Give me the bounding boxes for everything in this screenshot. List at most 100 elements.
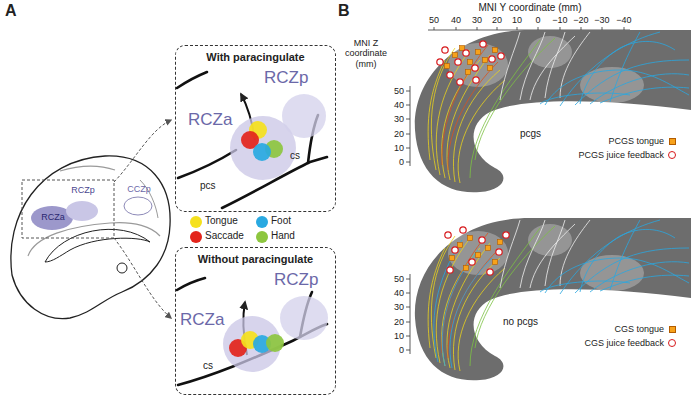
legend-text: CGS juice feedback	[584, 338, 664, 348]
juice-marker	[503, 232, 509, 238]
brain-outline	[22, 180, 114, 238]
inset-heading: Without paracingulate	[176, 253, 335, 266]
tick-label: 20	[394, 317, 404, 327]
tick-label: 10	[512, 15, 522, 25]
fiber-tract	[450, 258, 492, 368]
tick-label: 50	[429, 15, 439, 25]
legend-swatch	[256, 216, 268, 228]
region-ellipse: RCZa	[180, 310, 284, 376]
juice-marker	[457, 79, 463, 85]
tick-label: 40	[451, 15, 461, 25]
juice-marker	[480, 41, 486, 47]
sulcus-line	[178, 150, 236, 178]
legend-swatch	[668, 339, 676, 347]
tick-label: 10	[394, 331, 404, 341]
region-label: RCZa	[188, 110, 232, 130]
tick-label: 50	[394, 274, 404, 284]
tongue-marker	[493, 48, 498, 53]
region-ellipse: RCZp	[264, 68, 328, 140]
axis-title: MNI Y coordinate (mm)	[479, 2, 582, 14]
tick-label: 30	[394, 114, 404, 124]
legend-text: PCGS tongue	[608, 136, 664, 146]
juice-marker	[498, 53, 504, 59]
tongue-marker	[445, 46, 503, 271]
tick-label: −10	[552, 15, 567, 25]
tongue-marker	[453, 53, 458, 58]
legend-text: CGS tongue	[614, 324, 664, 334]
legend-swatch	[668, 151, 676, 159]
fiber-tract	[442, 250, 478, 366]
inset-box: With paracingulateRCZaRCZp	[175, 45, 336, 212]
tick-label: −30	[594, 15, 609, 25]
brain-outline	[117, 263, 127, 273]
sulcus-label: pcs	[200, 180, 216, 192]
tongue-marker	[483, 58, 488, 63]
axis-line	[406, 91, 410, 162]
legend-text: Tongue	[205, 215, 238, 227]
region-ellipse: RCZp	[62, 185, 104, 221]
tick-label: −20	[573, 15, 588, 25]
medial-surface	[590, 74, 689, 104]
medial-surface	[530, 36, 575, 100]
tongue-marker	[458, 243, 463, 248]
medial-surface	[545, 32, 565, 98]
medial-surface	[428, 48, 505, 183]
region-ellipse: RCZp	[274, 270, 328, 342]
medial-surface	[431, 48, 455, 170]
juice-marker	[445, 232, 451, 238]
juice-marker	[479, 237, 485, 243]
tongue-marker	[464, 266, 469, 271]
region-label: CCZp	[118, 184, 160, 194]
zoom-arrow	[114, 120, 171, 182]
tongue-marker	[460, 46, 465, 51]
legend-swatch	[190, 231, 202, 243]
region-label: RCZa	[30, 212, 76, 222]
axis-line	[410, 274, 411, 354]
juice-marker	[455, 59, 461, 65]
medial-surface	[580, 41, 675, 104]
legend-swatch	[669, 326, 676, 333]
brain-outline	[11, 156, 170, 319]
medial-surface	[560, 32, 590, 98]
tick-label: 0	[535, 15, 540, 25]
tongue-marker	[445, 64, 450, 69]
axis-line	[434, 27, 624, 30]
activation-blob	[253, 143, 271, 161]
juice-marker	[437, 41, 509, 275]
medial-surface	[528, 36, 572, 68]
juice-marker	[489, 56, 495, 62]
juice-marker	[463, 50, 469, 56]
zoom-arrow	[114, 238, 171, 318]
legend-swatch	[190, 216, 202, 228]
medial-surface	[540, 93, 630, 104]
fiber-tract	[434, 240, 492, 368]
sulcus-label: cs	[203, 360, 213, 372]
panel-letter: A	[5, 2, 17, 20]
tongue-marker	[468, 60, 473, 65]
legend-text: Foot	[271, 215, 291, 227]
medial-surface	[470, 40, 540, 178]
juice-marker	[452, 247, 458, 253]
legend-swatch	[256, 231, 268, 243]
medial-surface	[428, 32, 689, 183]
medial-surface	[580, 67, 644, 103]
juice-marker	[469, 259, 475, 265]
medial-surface	[545, 70, 689, 105]
tick-label: 20	[394, 129, 404, 139]
medial-surface	[448, 43, 508, 87]
tongue-marker	[450, 256, 455, 261]
sulcus-line	[177, 72, 207, 88]
medial-surface	[415, 218, 691, 380]
tongue-marker	[468, 236, 473, 241]
juice-marker	[447, 267, 453, 273]
activation-blob	[266, 334, 284, 352]
tick-label: 0	[399, 345, 404, 355]
medial-surface	[500, 32, 520, 100]
medial-surface	[415, 30, 691, 192]
medial-surface	[520, 32, 545, 100]
medial-surface	[470, 38, 555, 178]
juice-marker	[473, 77, 479, 83]
tick-label: 30	[394, 302, 404, 312]
medial-surface	[600, 87, 689, 103]
